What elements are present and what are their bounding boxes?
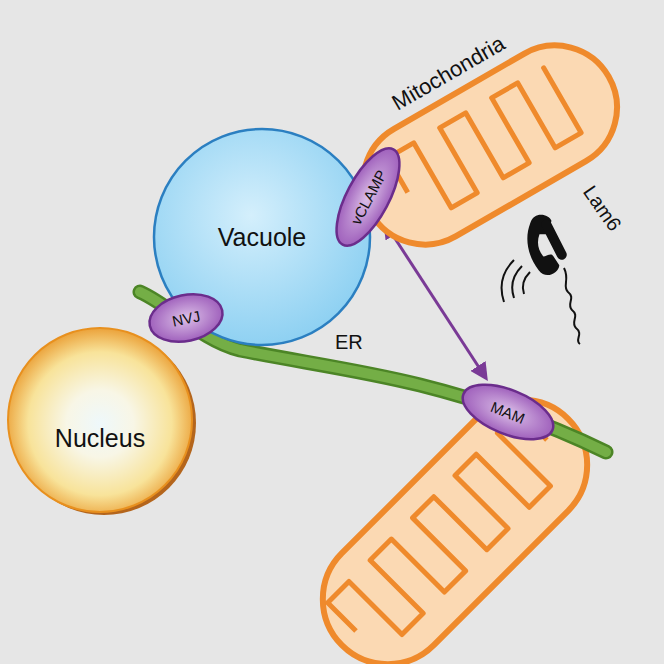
nucleus-circle-outline — [5, 325, 195, 515]
er-label: ER — [335, 331, 363, 354]
protein-label: Lam6 — [578, 181, 626, 235]
sound-waves — [502, 260, 530, 302]
phone-cord — [564, 268, 580, 344]
organelle-name: Nucleus — [55, 424, 145, 453]
nucleus-circle: Nucleus — [5, 325, 195, 515]
organelle-name: Vacuole — [218, 223, 307, 252]
lower-mitochondrion — [296, 373, 614, 664]
mitochondrion: Mitochondria — [336, 19, 643, 272]
